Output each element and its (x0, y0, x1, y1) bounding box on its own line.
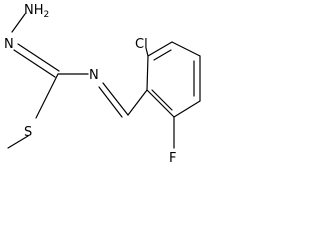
bond-nh2-n (11, 13, 26, 33)
bond-n-c-double-a (17, 43, 60, 72)
ring-bond-c3-c4 (171, 41, 201, 57)
atom-n-hydrazone: N (4, 37, 14, 52)
ring-bond-c6-c1 (146, 89, 175, 118)
atom-labels: NH2 N N S Cl F (4, 3, 176, 166)
atom-n-imine: N (89, 68, 99, 83)
bonds (7, 13, 201, 149)
atom-cl: Cl (135, 37, 148, 52)
bond-ch-ring (127, 89, 148, 116)
ring-bond-c2-c3-inner (153, 49, 172, 61)
bond-s-methyl (7, 135, 29, 149)
ring-bond-c1-c2 (146, 55, 149, 91)
chemical-structure: NH2 N N S Cl F (4, 3, 201, 166)
bond-ring-cl (145, 47, 149, 57)
atom-nh2: NH2 (24, 3, 49, 20)
ring-bond-c6-c1-inner (151, 89, 173, 111)
bond-c-s (35, 73, 59, 119)
ring-bond-c2-c3 (147, 41, 173, 57)
atom-f: F (169, 151, 176, 166)
ring-bond-c5-c6 (173, 100, 201, 118)
atom-s: S (24, 125, 32, 140)
bond-n-c-double-b (13, 49, 56, 78)
bond-n-ch-double-b (98, 86, 123, 118)
bond-n-ch-double-a (102, 82, 129, 116)
